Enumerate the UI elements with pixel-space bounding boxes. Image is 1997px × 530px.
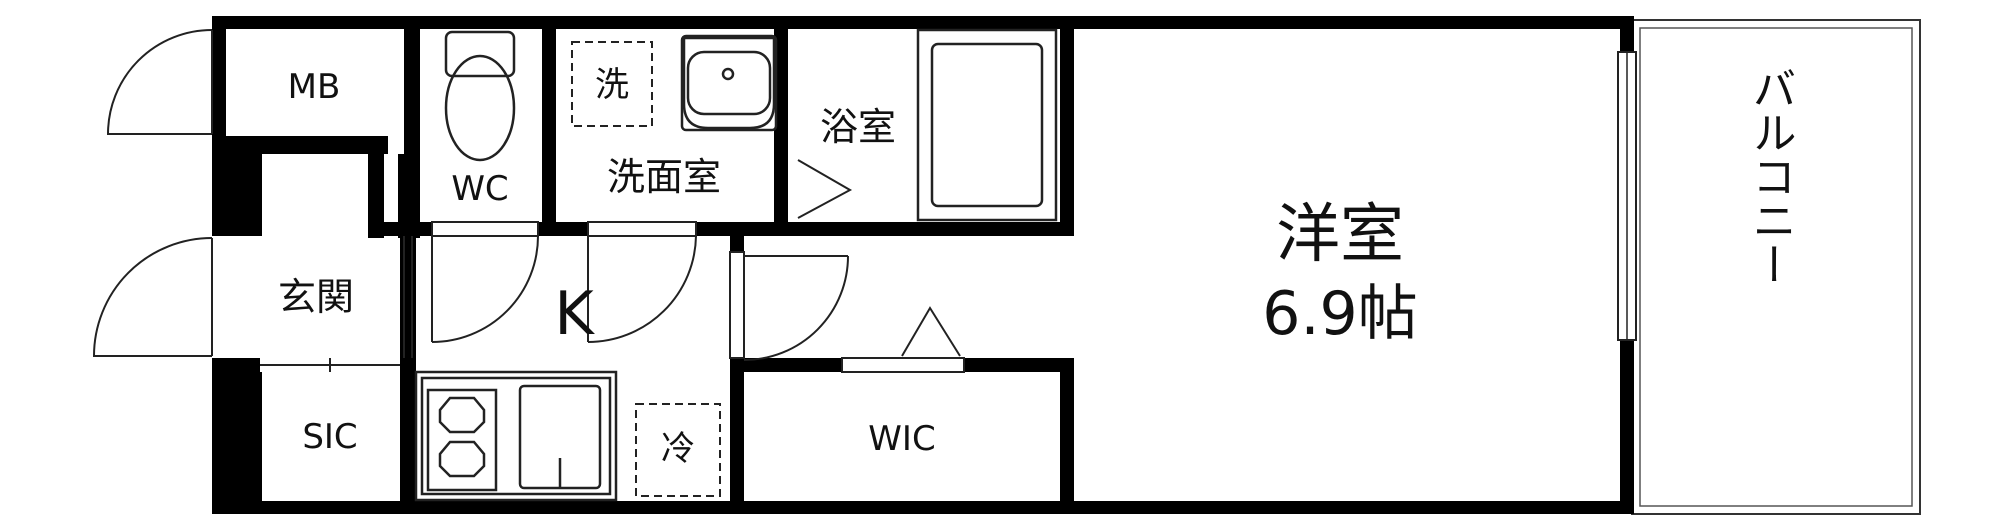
- wash-machine-label: 洗: [595, 65, 629, 105]
- stove-burner-icon: [426, 388, 498, 492]
- balcony-label: バルコニー: [1745, 66, 1796, 286]
- fridge-label: 冷: [661, 429, 695, 469]
- door-openings: [260, 222, 964, 372]
- refrigerator-space: [635, 403, 721, 497]
- western-room-size: 6.9帖: [1262, 279, 1417, 349]
- kitchen-label: K: [554, 279, 595, 349]
- mb-label: MB: [288, 67, 341, 107]
- washing-machine-space: [571, 41, 653, 127]
- washroom-label: 洗面室: [607, 155, 721, 199]
- window-right: [1617, 51, 1637, 341]
- wc-label: WC: [451, 169, 508, 209]
- bath-label: 浴室: [820, 105, 896, 149]
- kitchen-sink-icon: [518, 384, 602, 490]
- wic-label: WIC: [868, 419, 935, 459]
- toilet-icon: [444, 30, 516, 162]
- door-swings: [92, 29, 961, 361]
- sic-label: SIC: [302, 417, 357, 457]
- door-frames: [260, 221, 965, 373]
- western-room-label: 洋室: [1276, 198, 1404, 272]
- wash-basin-icon: [680, 34, 778, 132]
- entrance-label: 玄関: [278, 275, 354, 319]
- entrance-threshold: [403, 236, 413, 358]
- outer-walls: [212, 16, 1634, 514]
- bathtub-icon: [916, 28, 1058, 222]
